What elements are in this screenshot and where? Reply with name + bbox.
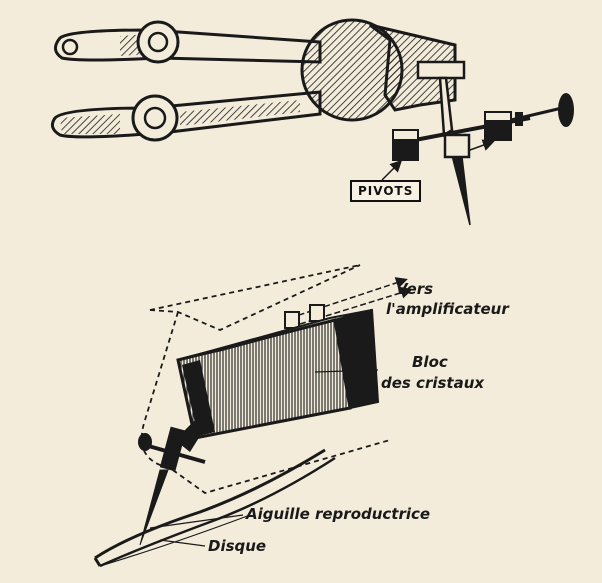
needle-knob <box>138 433 152 451</box>
upper-arm-hole-small <box>61 38 79 56</box>
disque-leader <box>159 539 206 547</box>
upper-arm <box>54 28 322 64</box>
pivots-label: PIVOTS <box>350 180 422 202</box>
record-disc <box>94 448 326 560</box>
bloc-leader <box>314 369 379 373</box>
aiguille-label: Aiguille reproductrice <box>246 505 431 523</box>
casing-outline <box>140 264 391 494</box>
disque-label: Disque <box>208 537 267 555</box>
bloc-label: Bloc <box>412 353 448 371</box>
des-cristaux-label: des cristaux <box>381 374 485 392</box>
amplificateur-label: l'amplificateur <box>386 300 509 318</box>
top-mechanism <box>50 18 574 226</box>
center-block <box>443 133 471 159</box>
adjust-knob <box>558 93 574 127</box>
bottom-mechanism <box>93 264 413 568</box>
housing <box>369 23 457 112</box>
reproducing-needle <box>139 469 169 546</box>
vers-label: Vers <box>396 280 434 298</box>
aiguille-leader <box>149 514 244 529</box>
